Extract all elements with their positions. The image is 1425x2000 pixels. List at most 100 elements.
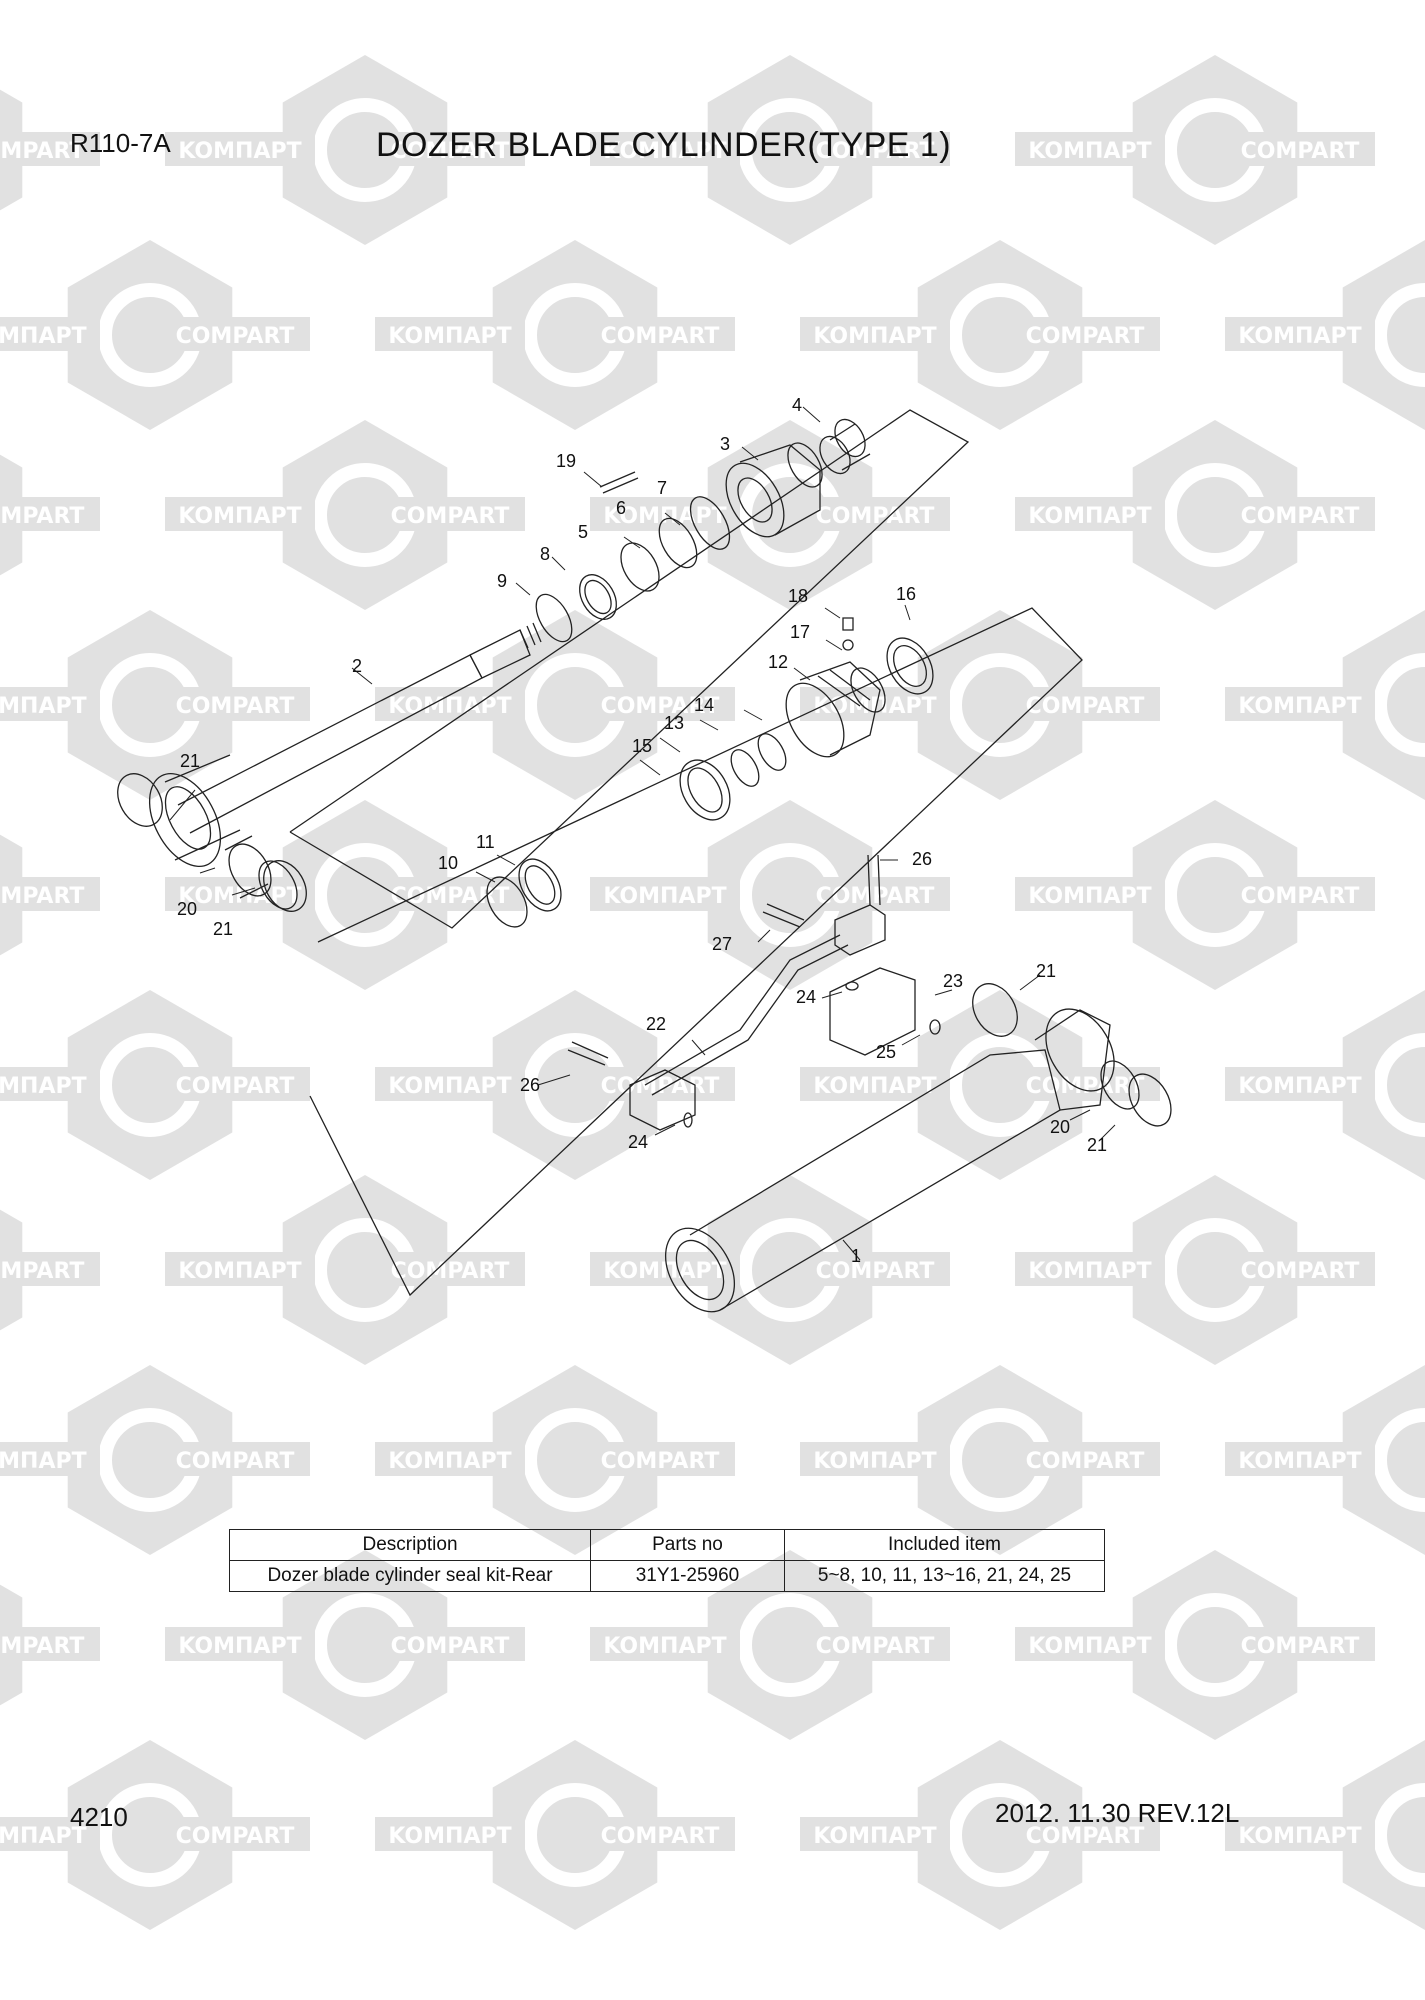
callout: 24: [628, 1132, 648, 1152]
watermark-text: COMPART: [816, 1634, 935, 1659]
bolt-26b: [567, 1041, 609, 1066]
piston-rod: [148, 622, 542, 867]
callout: 3: [720, 434, 730, 454]
leader-lines: [169, 406, 1116, 1261]
screw-19: [599, 471, 639, 494]
bolt-27: [762, 903, 805, 928]
watermark-hexagon: [917, 990, 1083, 1180]
watermark-hexagon: [707, 1550, 873, 1740]
watermark-text: KOMΠAPT: [0, 1074, 87, 1099]
callout: 21: [213, 919, 233, 939]
callout: 6: [616, 498, 626, 518]
watermark-ring: [1373, 283, 1425, 387]
cell-parts-no: 31Y1-25960: [590, 1560, 785, 1592]
watermark-text: COMPART: [1026, 1449, 1145, 1474]
watermark-text: KOMΠAPT: [1238, 694, 1361, 719]
watermark-bar: [375, 1067, 525, 1101]
watermark-text: COMPART: [176, 694, 295, 719]
callout: 20: [1050, 1117, 1070, 1137]
watermark-bar: [375, 497, 525, 531]
watermark-bar: [1015, 132, 1165, 166]
cylinder-tube: [664, 1008, 1115, 1313]
watermark-text: KOMΠAPT: [1238, 1824, 1361, 1849]
watermark-hexagon: [1132, 420, 1298, 610]
watermark-hexagon: [707, 1175, 873, 1365]
watermark-text: COMPART: [0, 884, 84, 909]
watermark-bar: [585, 1817, 735, 1851]
watermark-text: KOMΠAPT: [1238, 1449, 1361, 1474]
bushing-20: [228, 843, 272, 897]
watermark-text: KOMΠAPT: [603, 884, 726, 909]
ring-21b: [263, 860, 307, 912]
model-label: R110-7A: [70, 128, 171, 158]
watermark-text: KOMΠAPT: [603, 139, 726, 164]
seal-kit-table: Description Parts no Included item Dozer…: [229, 1529, 1105, 1592]
watermark-hexagon: [492, 240, 658, 430]
watermark-bar: [590, 1627, 740, 1661]
watermark-text: COMPART: [1241, 1259, 1360, 1284]
watermark-bar: [1225, 317, 1375, 351]
watermark-bar: [165, 1627, 315, 1661]
watermark-text: COMPART: [816, 1259, 935, 1284]
watermark-bar: [1225, 1627, 1375, 1661]
watermark-tile: KOMΠAPT COMPART: [590, 800, 950, 990]
watermark-bar: [375, 132, 525, 166]
watermark-bar: [0, 132, 100, 166]
watermark-text: COMPART: [816, 884, 935, 909]
watermark-text: KOMΠAPT: [813, 1449, 936, 1474]
watermark-hexagon: [917, 610, 1083, 800]
valve-block-23: [829, 967, 916, 1056]
watermark-text: COMPART: [601, 324, 720, 349]
watermark-text: COMPART: [601, 1824, 720, 1849]
watermark-hexagon: [282, 1550, 448, 1740]
watermark-bar: [1015, 877, 1165, 911]
watermark-bar: [165, 132, 315, 166]
watermark-hexagon: [282, 420, 448, 610]
watermark-text: COMPART: [176, 324, 295, 349]
gland: [725, 442, 823, 538]
watermark-text: KOMΠAPT: [1028, 504, 1151, 529]
callout: 21: [1036, 961, 1056, 981]
watermark-text: KOMΠAPT: [603, 1259, 726, 1284]
bolt-26a: [867, 854, 881, 906]
callout: 22: [646, 1014, 666, 1034]
watermark-bar: [800, 1067, 950, 1101]
watermark-bar: [585, 1442, 735, 1476]
piston-kit-frame: [309, 607, 1083, 1297]
watermark-bar: [585, 317, 735, 351]
watermark-text: COMPART: [0, 504, 84, 529]
watermark-tile: KOMΠAPT COMPART: [800, 1365, 1160, 1555]
watermark-text: KOMΠAPT: [178, 139, 301, 164]
watermark-text: KOMΠAPT: [1238, 1074, 1361, 1099]
watermark-text: COMPART: [176, 1824, 295, 1849]
watermark-tile: KOMΠAPT COMPART: [590, 1175, 950, 1365]
watermark-hexagon: [67, 240, 233, 430]
watermark-bar: [800, 1627, 950, 1661]
watermark-text: COMPART: [1026, 324, 1145, 349]
callout: 13: [664, 713, 684, 733]
watermark-text: KOMΠAPT: [388, 1074, 511, 1099]
page-title: DOZER BLADE CYLINDER(TYPE 1): [376, 126, 952, 164]
watermark-hexagon: [492, 990, 658, 1180]
wear-ring-16: [886, 637, 934, 695]
watermark-hexagon: [917, 240, 1083, 430]
watermark-text: KOMΠAPT: [388, 1449, 511, 1474]
block-bottom: [629, 1069, 696, 1131]
